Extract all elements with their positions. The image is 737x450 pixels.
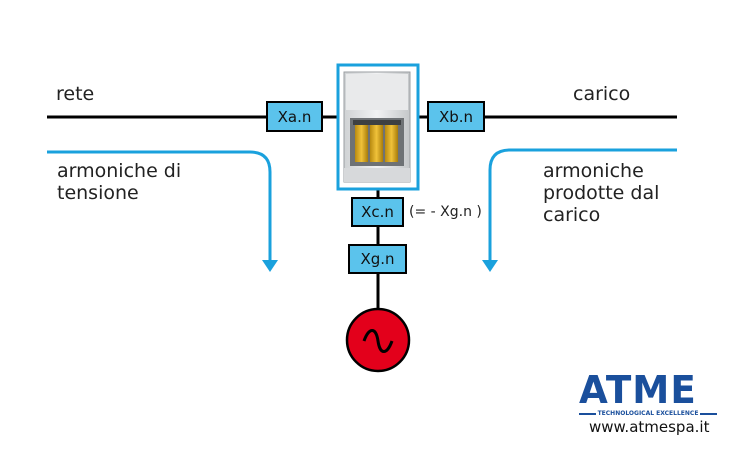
impedance-xg: Xg.n <box>348 244 407 274</box>
xc-equation-note: (= - Xg.n ) <box>409 204 482 220</box>
logo-wordmark: ATME <box>579 368 697 412</box>
impedance-xg-label: Xg.n <box>360 250 394 268</box>
logo-tagline: TECHNOLOGICAL EXCELLENCE <box>597 410 699 417</box>
impedance-xc: Xc.n <box>351 197 404 227</box>
atme-logo: ATME TECHNOLOGICAL EXCELLENCE <box>579 368 718 417</box>
generator <box>345 307 411 373</box>
impedance-xa: Xa.n <box>266 101 323 132</box>
right-harmonic-arrow <box>482 148 677 272</box>
impedance-xb-label: Xb.n <box>439 108 473 126</box>
website-text: www.atmespa.it <box>589 418 710 436</box>
carico-label: carico <box>573 83 631 105</box>
sine-wave-icon <box>362 329 394 353</box>
impedance-xc-label: Xc.n <box>361 203 394 221</box>
filter-cabinet <box>336 63 420 191</box>
left-harmonic-arrow <box>47 150 278 272</box>
rete-label: rete <box>56 83 95 105</box>
armoniche-tensione-label: armoniche di tensione <box>57 160 182 204</box>
impedance-xb: Xb.n <box>427 101 485 132</box>
armoniche-carico-label: armoniche prodotte dal carico <box>543 160 660 226</box>
impedance-xa-label: Xa.n <box>278 108 312 126</box>
